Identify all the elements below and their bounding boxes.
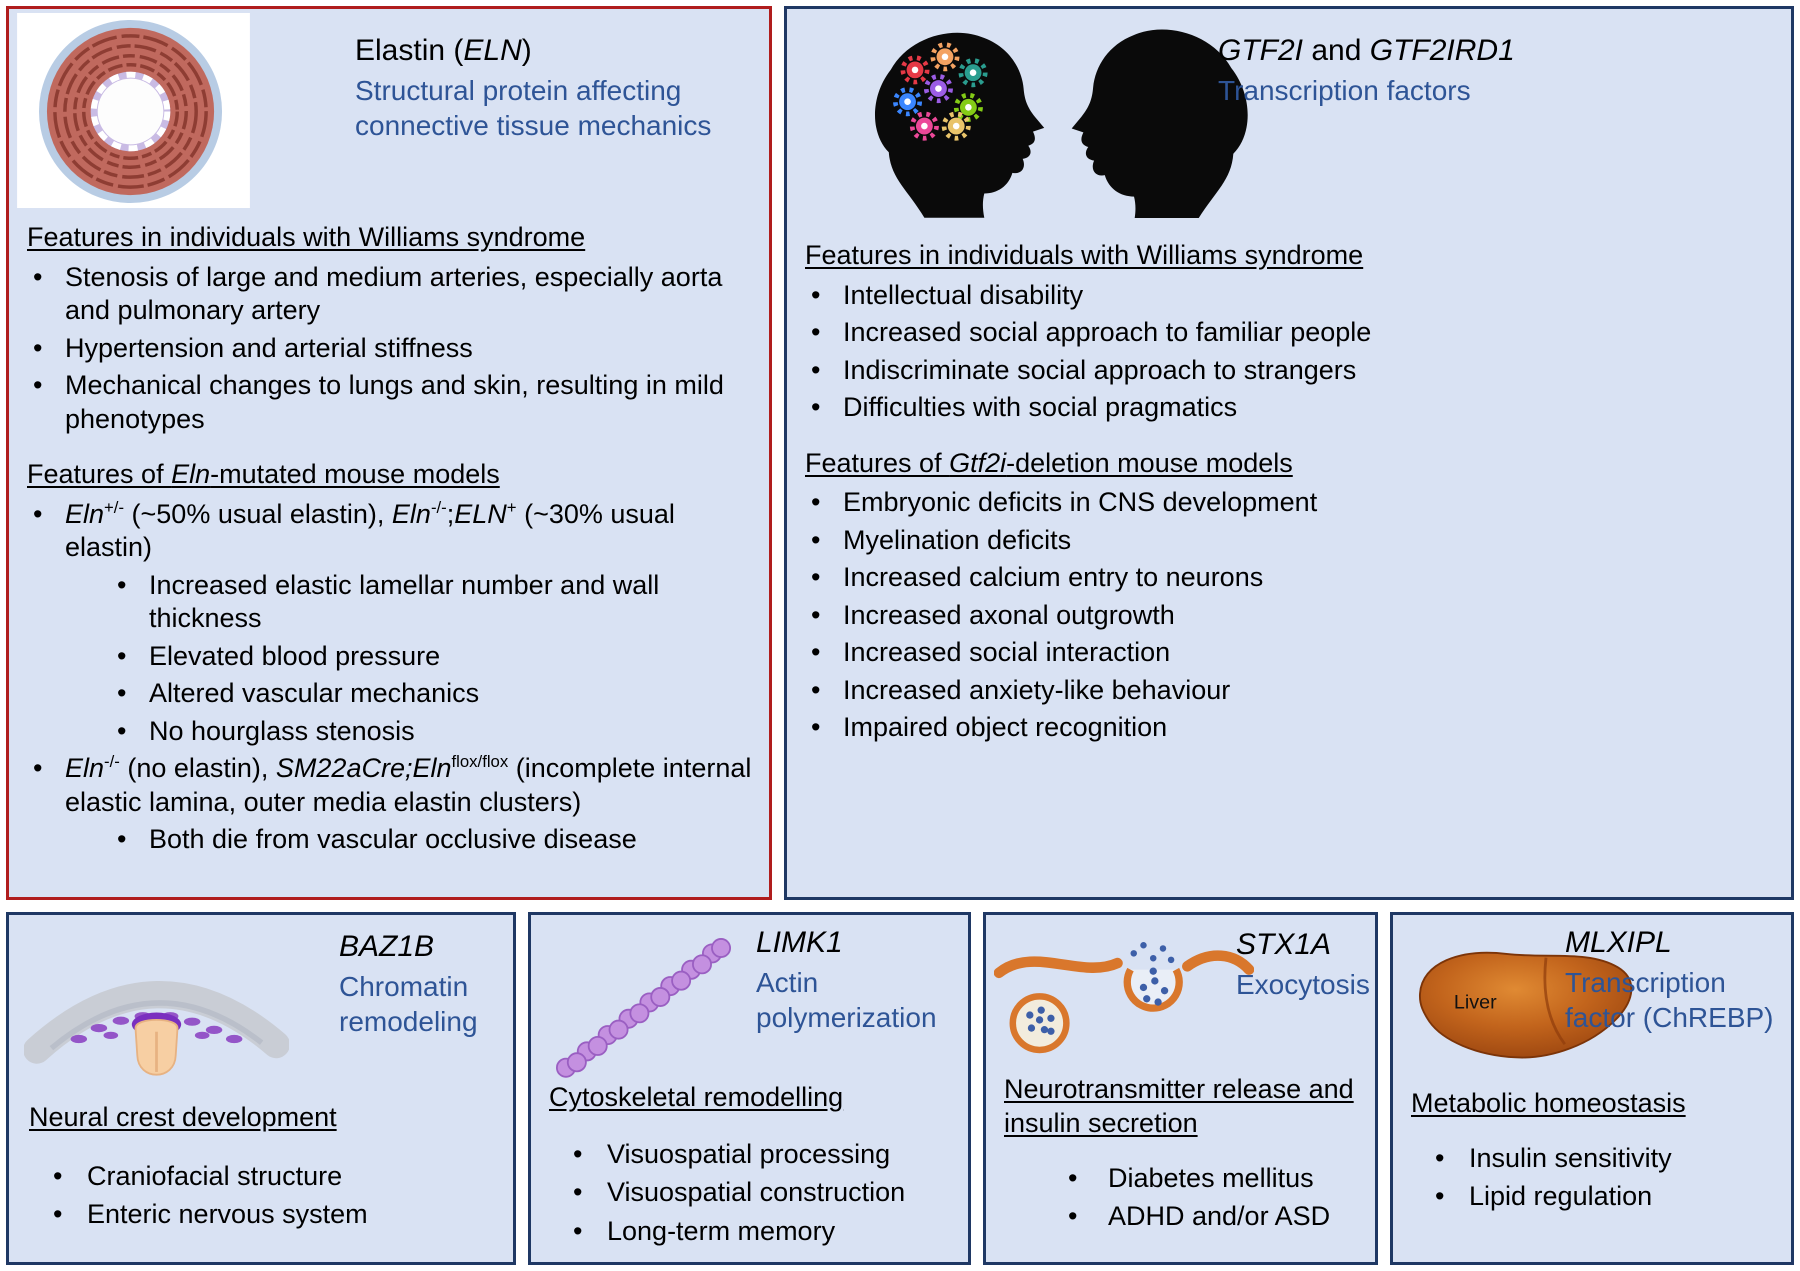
mouse-model-item: Embryonic deficits in CNS development xyxy=(805,486,1777,520)
actin-filament-icon xyxy=(546,927,741,1086)
mouse-model-item: Increased anxiety-like behaviour xyxy=(805,674,1777,708)
mouse-model-subitem: No hourglass stenosis xyxy=(111,715,755,749)
gtf2i-title-block: GTF2I and GTF2IRD1 Transcription factors xyxy=(1218,33,1778,108)
limk1-function-subtitle: Actin polymerization xyxy=(756,967,937,1033)
eln-function-subtitle: Structural protein affecting connective … xyxy=(355,75,712,141)
mouse-model-subitem: Altered vascular mechanics xyxy=(111,677,755,711)
mouse-model-subitem: Elevated blood pressure xyxy=(111,640,755,674)
stx1a-title-block: STX1A Exocytosis xyxy=(1236,927,1375,1002)
panel-gtf2i: GTF2I and GTF2IRD1 Transcription factors… xyxy=(784,6,1794,900)
gtf2i-content: Features in individuals with Williams sy… xyxy=(805,239,1777,749)
mouse-model-item: Eln-/- (no elastin), SM22aCre;Elnflox/fl… xyxy=(27,752,755,819)
mlxipl-function-subtitle: Transcription factor (ChREBP) xyxy=(1565,967,1774,1033)
mouse-model-subitem: Increased elastic lamellar number and wa… xyxy=(111,569,755,636)
liver-label: Liver xyxy=(1454,991,1497,1013)
feature-item: ADHD and/or ASD xyxy=(1004,1200,1365,1234)
panel-stx1a: STX1A Exocytosis Neurotransmitter releas… xyxy=(983,912,1378,1265)
limk1-content: Cytoskeletal remodelling Visuospatial pr… xyxy=(549,1081,956,1253)
stx1a-function-subtitle: Exocytosis xyxy=(1236,969,1370,1000)
stx1a-section-heading: Neurotransmitter release and insulin sec… xyxy=(1004,1074,1354,1138)
feature-item: Enteric nervous system xyxy=(29,1198,499,1232)
mouse-model-subitem: Both die from vascular occlusive disease xyxy=(111,823,755,857)
baz1b-gene-title: BAZ1B xyxy=(339,930,435,963)
feature-item: Intellectual disability xyxy=(805,279,1777,313)
panel-limk1: LIMK1 Actin polymerization Cytoskeletal … xyxy=(528,912,971,1265)
mlxipl-content: Metabolic homeostasis Insulin sensitivit… xyxy=(1411,1087,1779,1219)
ws-features-heading: Features in individuals with Williams sy… xyxy=(805,240,1364,270)
ws-features-heading: Features in individuals with Williams sy… xyxy=(27,222,586,252)
eln-title-block: Elastin (ELN) Structural protein affecti… xyxy=(355,33,747,143)
feature-item: Stenosis of large and medium arteries, e… xyxy=(27,261,755,328)
limk1-gene-title: LIMK1 xyxy=(756,926,843,959)
mouse-model-item: Increased social interaction xyxy=(805,636,1777,670)
feature-item: Mechanical changes to lungs and skin, re… xyxy=(27,369,755,436)
baz1b-content: Neural crest development Craniofacial st… xyxy=(29,1101,499,1237)
gtf2i-mouse-models-heading: Features of Gtf2i-deletion mouse models xyxy=(805,447,1293,478)
artery-cross-section-icon xyxy=(17,13,250,208)
eln-content: Features in individuals with Williams sy… xyxy=(27,221,755,861)
feature-item: Indiscriminate social approach to strang… xyxy=(805,354,1777,388)
mouse-model-item: Myelination deficits xyxy=(805,524,1777,558)
gtf2i-gene-title: GTF2I and GTF2IRD1 xyxy=(1218,34,1515,67)
limk1-title-block: LIMK1 Actin polymerization xyxy=(756,925,966,1035)
eln-mouse-models-heading: Features of Eln-mutated mouse models xyxy=(27,459,500,490)
baz1b-section-heading: Neural crest development xyxy=(29,1102,337,1132)
gtf2i-function-subtitle: Transcription factors xyxy=(1218,75,1471,106)
neural-crest-icon xyxy=(24,933,289,1093)
liver-icon: Liver xyxy=(1405,935,1640,1081)
feature-item: Visuospatial construction xyxy=(549,1176,956,1210)
feature-item: Lipid regulation xyxy=(1411,1180,1779,1214)
stx1a-content: Neurotransmitter release and insulin sec… xyxy=(1004,1073,1365,1238)
mouse-model-item: Impaired object recognition xyxy=(805,711,1777,745)
mlxipl-section-heading: Metabolic homeostasis xyxy=(1411,1088,1686,1118)
feature-item: Diabetes mellitus xyxy=(1004,1162,1365,1196)
feature-item: Difficulties with social pragmatics xyxy=(805,391,1777,425)
head-silhouettes-icon xyxy=(842,21,1282,218)
panel-mlxipl: Liver MLXIPL Transcription factor (ChREB… xyxy=(1390,912,1794,1265)
mouse-model-item: Eln+/- (~50% usual elastin), Eln-/-;ELN+… xyxy=(27,498,755,565)
feature-item: Visuospatial processing xyxy=(549,1138,956,1172)
mouse-model-item: Increased calcium entry to neurons xyxy=(805,561,1777,595)
mlxipl-gene-title: MLXIPL xyxy=(1565,926,1672,959)
panel-baz1b: BAZ1B Chromatin remodeling Neural crest … xyxy=(6,912,516,1265)
eln-gene-title: Elastin (ELN) xyxy=(355,34,532,67)
exocytosis-icon xyxy=(994,929,1254,1067)
limk1-section-heading: Cytoskeletal remodelling xyxy=(549,1082,844,1112)
baz1b-function-subtitle: Chromatin remodeling xyxy=(339,971,478,1037)
feature-item: Insulin sensitivity xyxy=(1411,1142,1779,1176)
feature-item: Increased social approach to familiar pe… xyxy=(805,316,1777,350)
feature-item: Hypertension and arterial stiffness xyxy=(27,332,755,366)
baz1b-title-block: BAZ1B Chromatin remodeling xyxy=(339,929,509,1039)
feature-item: Long-term memory xyxy=(549,1215,956,1249)
stx1a-gene-title: STX1A xyxy=(1236,928,1332,961)
mouse-model-item: Increased axonal outgrowth xyxy=(805,599,1777,633)
mlxipl-title-block: MLXIPL Transcription factor (ChREBP) xyxy=(1565,925,1790,1035)
feature-item: Craniofacial structure xyxy=(29,1160,499,1194)
gear-cluster xyxy=(893,42,988,141)
panel-eln: Elastin (ELN) Structural protein affecti… xyxy=(6,6,772,900)
